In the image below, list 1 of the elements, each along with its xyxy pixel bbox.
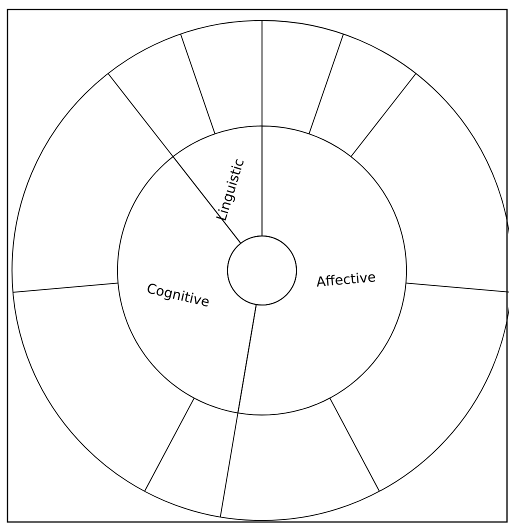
hub-circle — [227, 236, 297, 306]
